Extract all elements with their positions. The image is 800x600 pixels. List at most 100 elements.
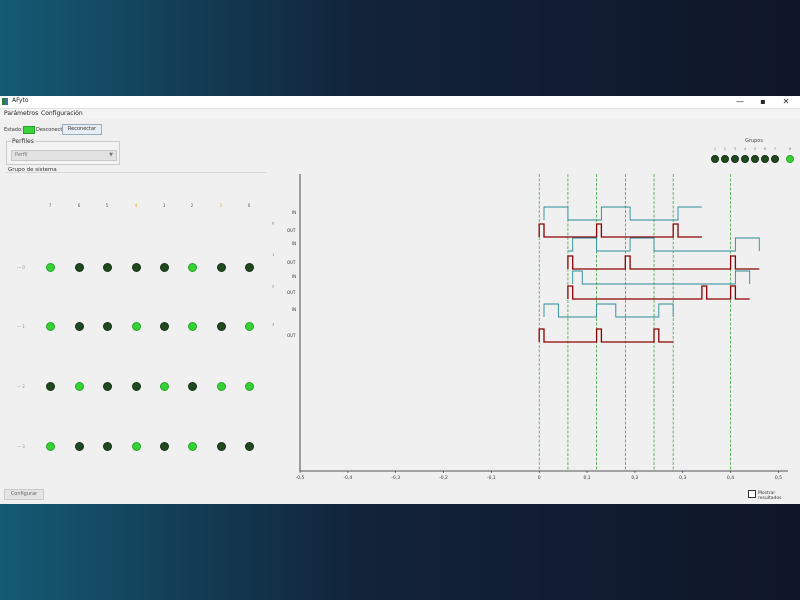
x-tick-label: -0,2 — [439, 475, 448, 481]
channel-id: 1 — [272, 253, 274, 257]
led-indicator[interactable] — [45, 441, 55, 451]
perfiles-group: Perfiles Perfil ▼ — [6, 138, 120, 165]
grupo-led[interactable] — [741, 155, 749, 163]
grupo-led[interactable] — [751, 155, 759, 163]
menu-parametros[interactable]: Parámetros — [4, 110, 39, 117]
in-signal-line — [543, 206, 702, 221]
out-label: OUT — [287, 333, 296, 338]
channel-id: 3 — [272, 323, 274, 327]
grupo-number: 8 — [788, 147, 792, 151]
grupo-number: 7 — [773, 147, 777, 151]
led-indicator[interactable] — [131, 262, 141, 272]
minimize-button[interactable]: — — [736, 97, 744, 106]
led-indicator[interactable] — [216, 321, 226, 331]
led-indicator[interactable] — [216, 262, 226, 272]
window-title: AFyto — [12, 97, 29, 104]
grupo-number: 2 — [723, 147, 727, 151]
led-indicator[interactable] — [159, 381, 169, 391]
status-text: Desconectado — [36, 127, 72, 133]
perfil-select[interactable]: Perfil ▼ — [11, 150, 117, 161]
grupo-number: 4 — [743, 147, 747, 151]
out-label: OUT — [287, 290, 296, 295]
grupo-led[interactable] — [711, 155, 719, 163]
perfiles-label: Perfiles — [11, 138, 35, 145]
led-indicator[interactable] — [159, 441, 169, 451]
led-indicator[interactable] — [216, 441, 226, 451]
grupo-led[interactable] — [731, 155, 739, 163]
maximize-button[interactable]: ▪ — [760, 97, 766, 106]
led-indicator[interactable] — [131, 321, 141, 331]
led-indicator[interactable] — [187, 262, 197, 272]
x-tick-label: -0,5 — [296, 475, 305, 481]
out-label: OUT — [287, 228, 296, 233]
status-indicator — [23, 126, 35, 134]
x-tick-label: 0,5 — [775, 475, 782, 481]
x-tick-label: -0,4 — [343, 475, 352, 481]
channel-id: 2 — [272, 285, 274, 289]
show-results-label: Mostrar resultados — [758, 491, 782, 501]
title-bar: AFyto — ▪ ✕ — [0, 96, 800, 109]
grupo-led[interactable] — [771, 155, 779, 163]
led-indicator[interactable] — [74, 262, 84, 272]
x-tick-label: 0,4 — [727, 475, 734, 481]
led-indicator[interactable] — [159, 262, 169, 272]
led-indicator[interactable] — [187, 321, 197, 331]
led-indicator[interactable] — [74, 381, 84, 391]
led-indicator[interactable] — [159, 321, 169, 331]
in-label: IN — [292, 307, 296, 312]
reconnect-button[interactable]: Reconectar — [62, 124, 102, 135]
grid-column-label: 3 — [162, 203, 166, 208]
led-indicator[interactable] — [131, 381, 141, 391]
led-indicator[interactable] — [244, 381, 254, 391]
led-indicator[interactable] — [244, 262, 254, 272]
out-signal-line — [567, 285, 750, 300]
led-indicator[interactable] — [102, 321, 112, 331]
grupo-number: 6 — [763, 147, 767, 151]
x-tick-label: 0,2 — [631, 475, 638, 481]
led-indicator[interactable] — [187, 441, 197, 451]
in-signal-line — [572, 270, 751, 285]
configurar-button[interactable]: Configurar — [4, 489, 44, 500]
desktop-background — [0, 504, 800, 600]
led-indicator[interactable] — [102, 381, 112, 391]
grid-column-label: 7 — [48, 203, 52, 208]
led-indicator[interactable] — [74, 321, 84, 331]
grid-column-label: 1 — [219, 203, 223, 208]
grupo-led[interactable] — [721, 155, 729, 163]
grupo-number: 5 — [753, 147, 757, 151]
grupo-led[interactable] — [761, 155, 769, 163]
menu-configuracion[interactable]: Configuración — [41, 110, 83, 117]
led-indicator[interactable] — [74, 441, 84, 451]
channel-id: 0 — [272, 222, 274, 226]
estado-label: Estado: — [4, 127, 23, 133]
led-indicator[interactable] — [244, 321, 254, 331]
out-signal-line — [538, 328, 674, 343]
x-tick-label: -0,1 — [487, 475, 496, 481]
grid-row-label: — 2 — [17, 384, 25, 389]
grupo-number: 3 — [733, 147, 737, 151]
led-indicator[interactable] — [131, 441, 141, 451]
grupo-header: Grupo de sistema — [8, 167, 57, 173]
grupo-number: 1 — [713, 147, 717, 151]
grupo-led[interactable] — [786, 155, 794, 163]
led-indicator[interactable] — [244, 441, 254, 451]
led-indicator[interactable] — [102, 262, 112, 272]
led-indicator[interactable] — [45, 381, 55, 391]
out-signal-line — [567, 255, 760, 270]
led-indicator[interactable] — [45, 262, 55, 272]
in-signal-line — [567, 237, 760, 252]
grid-column-label: 4 — [134, 203, 138, 208]
grid-column-label: 5 — [105, 203, 109, 208]
out-label: OUT — [287, 260, 296, 265]
led-indicator[interactable] — [187, 381, 197, 391]
led-indicator[interactable] — [102, 441, 112, 451]
grid-row-label: — 1 — [17, 324, 25, 329]
led-indicator[interactable] — [45, 321, 55, 331]
grid-row-label: — 0 — [17, 265, 25, 270]
grid-column-label: 2 — [190, 203, 194, 208]
close-button[interactable]: ✕ — [782, 97, 790, 106]
show-results-checkbox[interactable] — [748, 490, 756, 498]
led-indicator[interactable] — [216, 381, 226, 391]
x-tick-label: -0,3 — [391, 475, 400, 481]
